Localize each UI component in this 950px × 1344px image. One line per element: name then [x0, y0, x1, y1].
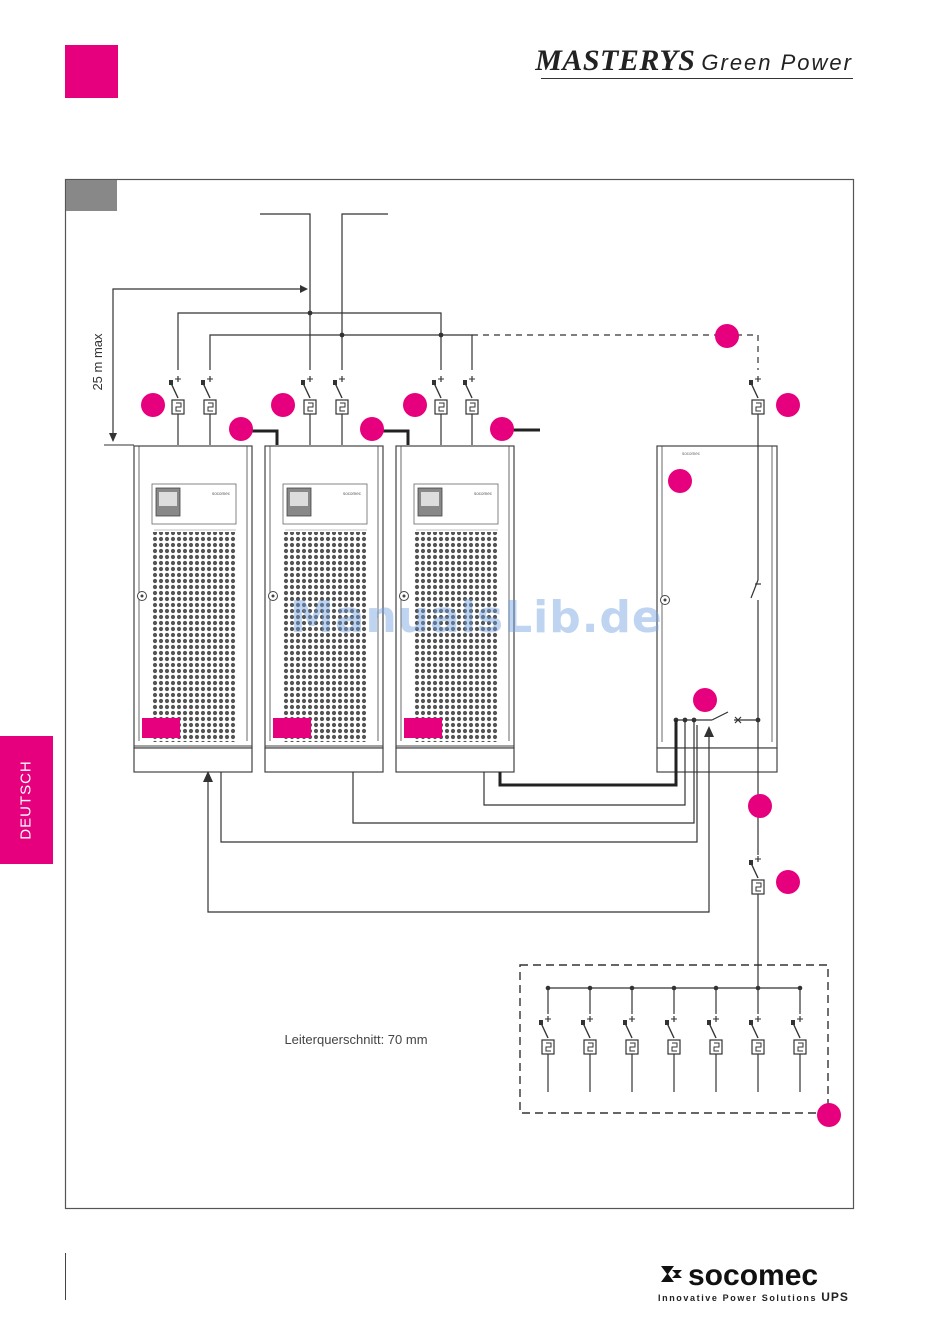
- breaker-icon: [791, 1016, 806, 1054]
- cable-note: Leiterquerschnitt: 70 mm: [284, 1032, 427, 1047]
- callout-marker: [403, 393, 427, 417]
- callout-marker: [229, 417, 253, 441]
- footer-rule: [65, 1253, 66, 1300]
- ups-cabinet: [134, 446, 252, 772]
- callout-marker: [776, 393, 800, 417]
- callout-marker: [490, 417, 514, 441]
- callout-marker: [715, 324, 739, 348]
- callout-marker: [748, 794, 772, 818]
- breaker-icon: [463, 376, 478, 414]
- logo-tagline: Innovative Power Solutions UPS: [658, 1290, 849, 1304]
- watermark: ManualsLib.de: [290, 592, 663, 643]
- breaker-icon: [201, 376, 216, 414]
- callout-marker: [668, 469, 692, 493]
- breaker-icon: [707, 1016, 722, 1054]
- breaker-icon: [539, 1016, 554, 1054]
- breaker-icon: [749, 376, 764, 414]
- breaker-icon: [623, 1016, 638, 1054]
- breaker-icon: [301, 376, 316, 414]
- callout-marker: [817, 1103, 841, 1127]
- breaker-icon: [749, 1016, 764, 1054]
- dimension-label: 25 m max: [90, 333, 105, 391]
- callout-marker: [360, 417, 384, 441]
- breaker-icon: [581, 1016, 596, 1054]
- breaker-icon: [749, 856, 764, 894]
- logo-mark-icon: socomec: [658, 1260, 854, 1290]
- callout-marker: [693, 688, 717, 712]
- tagline-text: Innovative Power Solutions: [658, 1293, 817, 1303]
- callout-marker: [141, 393, 165, 417]
- breaker-icon: [333, 376, 348, 414]
- tagline-suffix: UPS: [821, 1290, 849, 1304]
- breaker-icon: [665, 1016, 680, 1054]
- callout-marker: [271, 393, 295, 417]
- breaker-icon: [432, 376, 447, 414]
- callout-marker: [776, 870, 800, 894]
- logo-word: socomec: [688, 1260, 818, 1290]
- breaker-icon: [169, 376, 184, 414]
- svg-text:socomec: socomec: [682, 451, 701, 456]
